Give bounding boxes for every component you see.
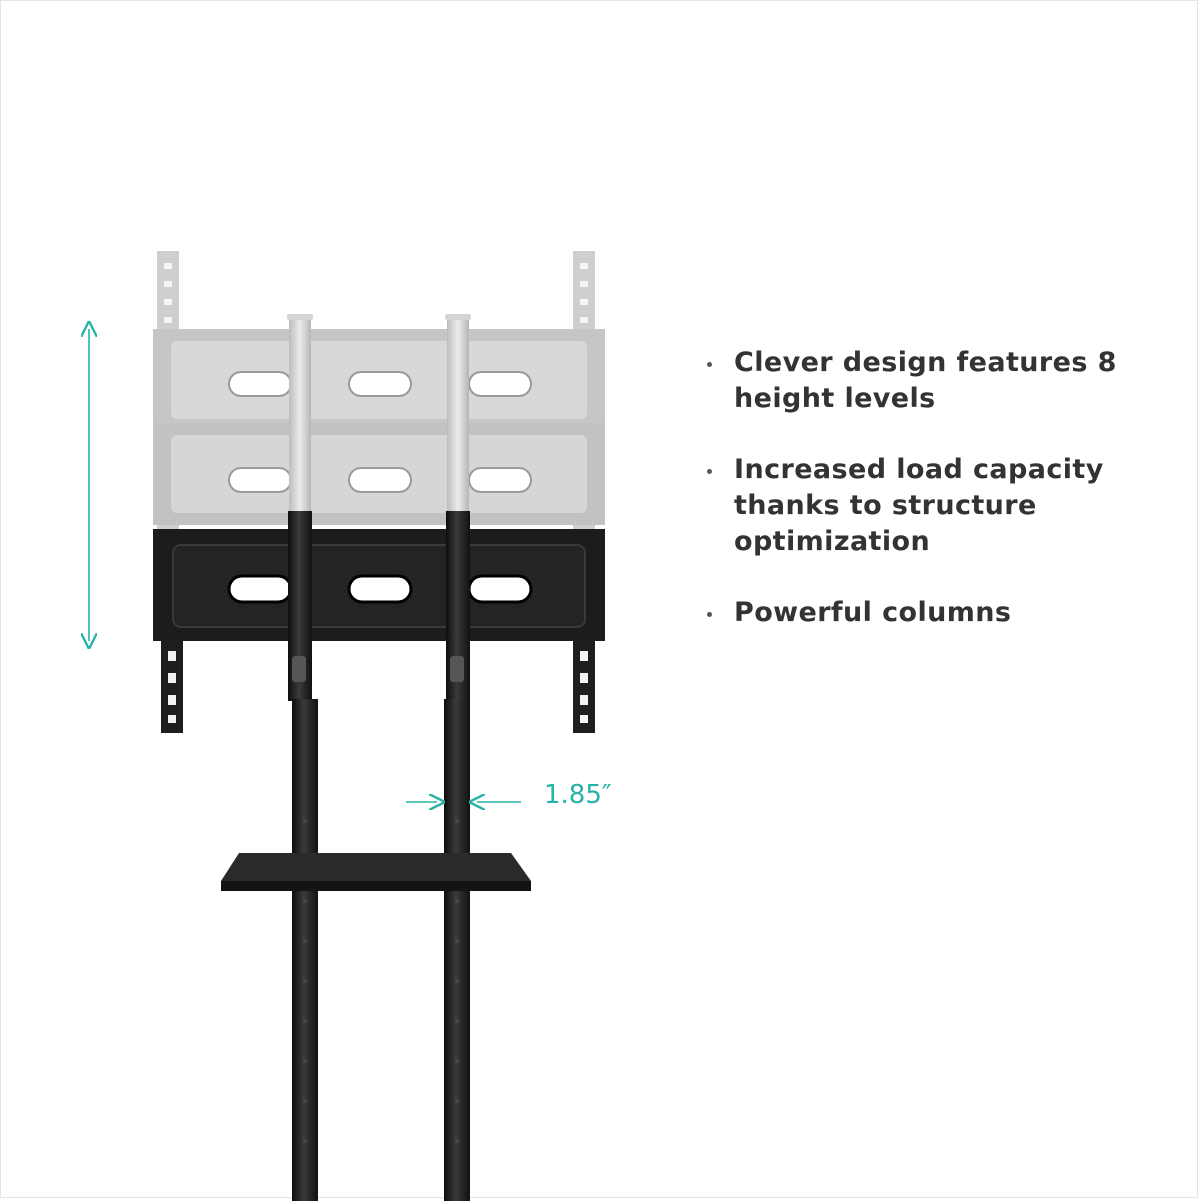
bullet-icon xyxy=(707,362,712,367)
mount-bracket-ghost-middle xyxy=(153,423,605,525)
mount-bracket-ghost-top xyxy=(153,329,605,431)
bullet-icon xyxy=(707,612,712,617)
column-right xyxy=(444,314,471,1201)
feature-text: Increased load capacity thanks to struct… xyxy=(734,454,1104,557)
feature-text: Powerful columns xyxy=(734,597,1012,628)
feature-text: Clever design features 8 height levels xyxy=(734,347,1117,414)
column-width-arrows: 1.85″ xyxy=(406,780,612,810)
feature-item: Clever design features 8 height levels xyxy=(707,345,1177,417)
equipment-shelf xyxy=(221,853,531,891)
column-left xyxy=(287,314,318,1201)
feature-item: Powerful columns xyxy=(707,595,1177,631)
feature-item: Increased load capacity thanks to struct… xyxy=(707,452,1177,560)
feature-list: Clever design features 8 height levels I… xyxy=(707,345,1177,631)
column-width-label: 1.85″ xyxy=(544,780,612,810)
bullet-icon xyxy=(707,469,712,474)
mount-bracket-black xyxy=(153,529,605,733)
